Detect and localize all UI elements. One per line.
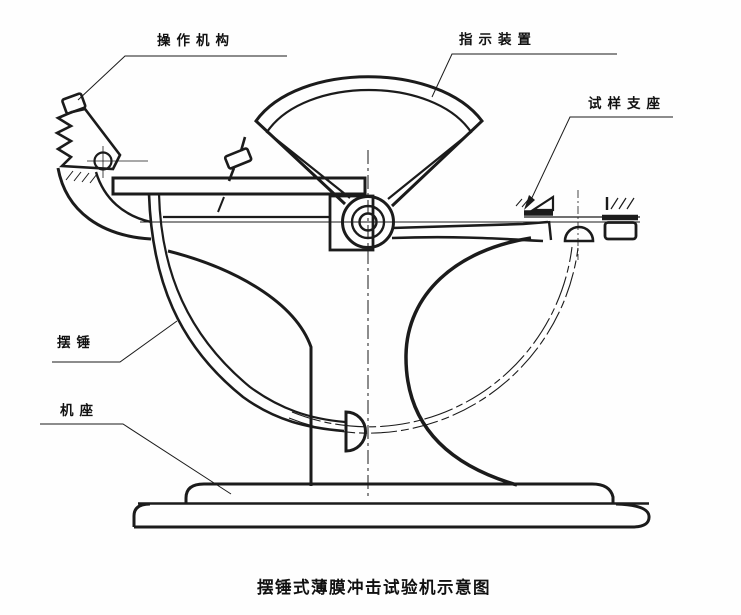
wing-nut-body xyxy=(223,147,253,170)
right-anvil-block xyxy=(603,221,638,241)
base-top-slab xyxy=(184,482,615,503)
swing-arc-outer xyxy=(288,247,579,434)
pivot-circle-outer xyxy=(341,195,395,249)
dial-outer-outline xyxy=(254,75,485,208)
hook-outer xyxy=(56,167,152,241)
dial-inner-outline xyxy=(265,89,473,200)
leader-lines xyxy=(40,53,673,495)
label-operating-mechanism: 操作机构 xyxy=(157,32,235,48)
jaw-hatch-marks xyxy=(65,170,98,184)
leader-pendulum xyxy=(52,320,178,363)
pivot-block xyxy=(328,194,375,252)
clamp-pivot-crosshair xyxy=(87,146,148,178)
right-hatch-marks xyxy=(610,197,635,210)
machine-base xyxy=(132,482,651,529)
wing-nut-stems xyxy=(227,136,247,182)
label-indicating-device: 指示装置 xyxy=(459,31,537,47)
hammer-swing-arc xyxy=(288,246,579,434)
label-base: 机座 xyxy=(60,402,99,418)
leader-indicating-device xyxy=(431,53,617,98)
leader-operating-mechanism xyxy=(77,55,287,101)
top-beam xyxy=(111,176,367,196)
column-left-edge xyxy=(167,249,313,486)
support-arm xyxy=(391,220,553,243)
swing-arc-inner xyxy=(291,246,573,428)
specimen-support xyxy=(515,190,640,260)
label-specimen-support: 试样支座 xyxy=(588,95,666,111)
pendulum-arm-outer xyxy=(147,193,345,433)
indicator-dial xyxy=(254,75,485,208)
column-right-edge xyxy=(404,236,532,487)
arm-bottom-edge xyxy=(391,235,544,243)
left-clamp-wedge xyxy=(529,194,555,212)
leader-specimen-support xyxy=(528,116,673,205)
pedestal-column xyxy=(167,236,532,487)
leader-arrowhead xyxy=(524,195,535,210)
operating-mechanism xyxy=(54,92,152,241)
arm-top-edge xyxy=(391,220,549,230)
hook-inner xyxy=(94,171,152,224)
pivot-circle-inner xyxy=(358,212,378,232)
beam-tick xyxy=(217,196,225,213)
pivot-circle-middle xyxy=(350,204,386,240)
base-bottom-slab xyxy=(132,502,651,529)
ratchet-jaw xyxy=(54,107,122,171)
wing-nut xyxy=(217,136,253,213)
arm-end-cap xyxy=(547,220,553,241)
pendulum-arm xyxy=(147,193,346,433)
figure-caption: 摆锤式薄膜冲击试验机示意图 xyxy=(257,577,491,597)
pivot-hub xyxy=(328,194,395,252)
striker-dome xyxy=(563,225,595,243)
label-pendulum: 摆锤 xyxy=(57,334,96,350)
pendulum-arm-inner xyxy=(157,193,346,424)
hammer-head xyxy=(344,410,367,453)
leader-base xyxy=(40,423,232,495)
